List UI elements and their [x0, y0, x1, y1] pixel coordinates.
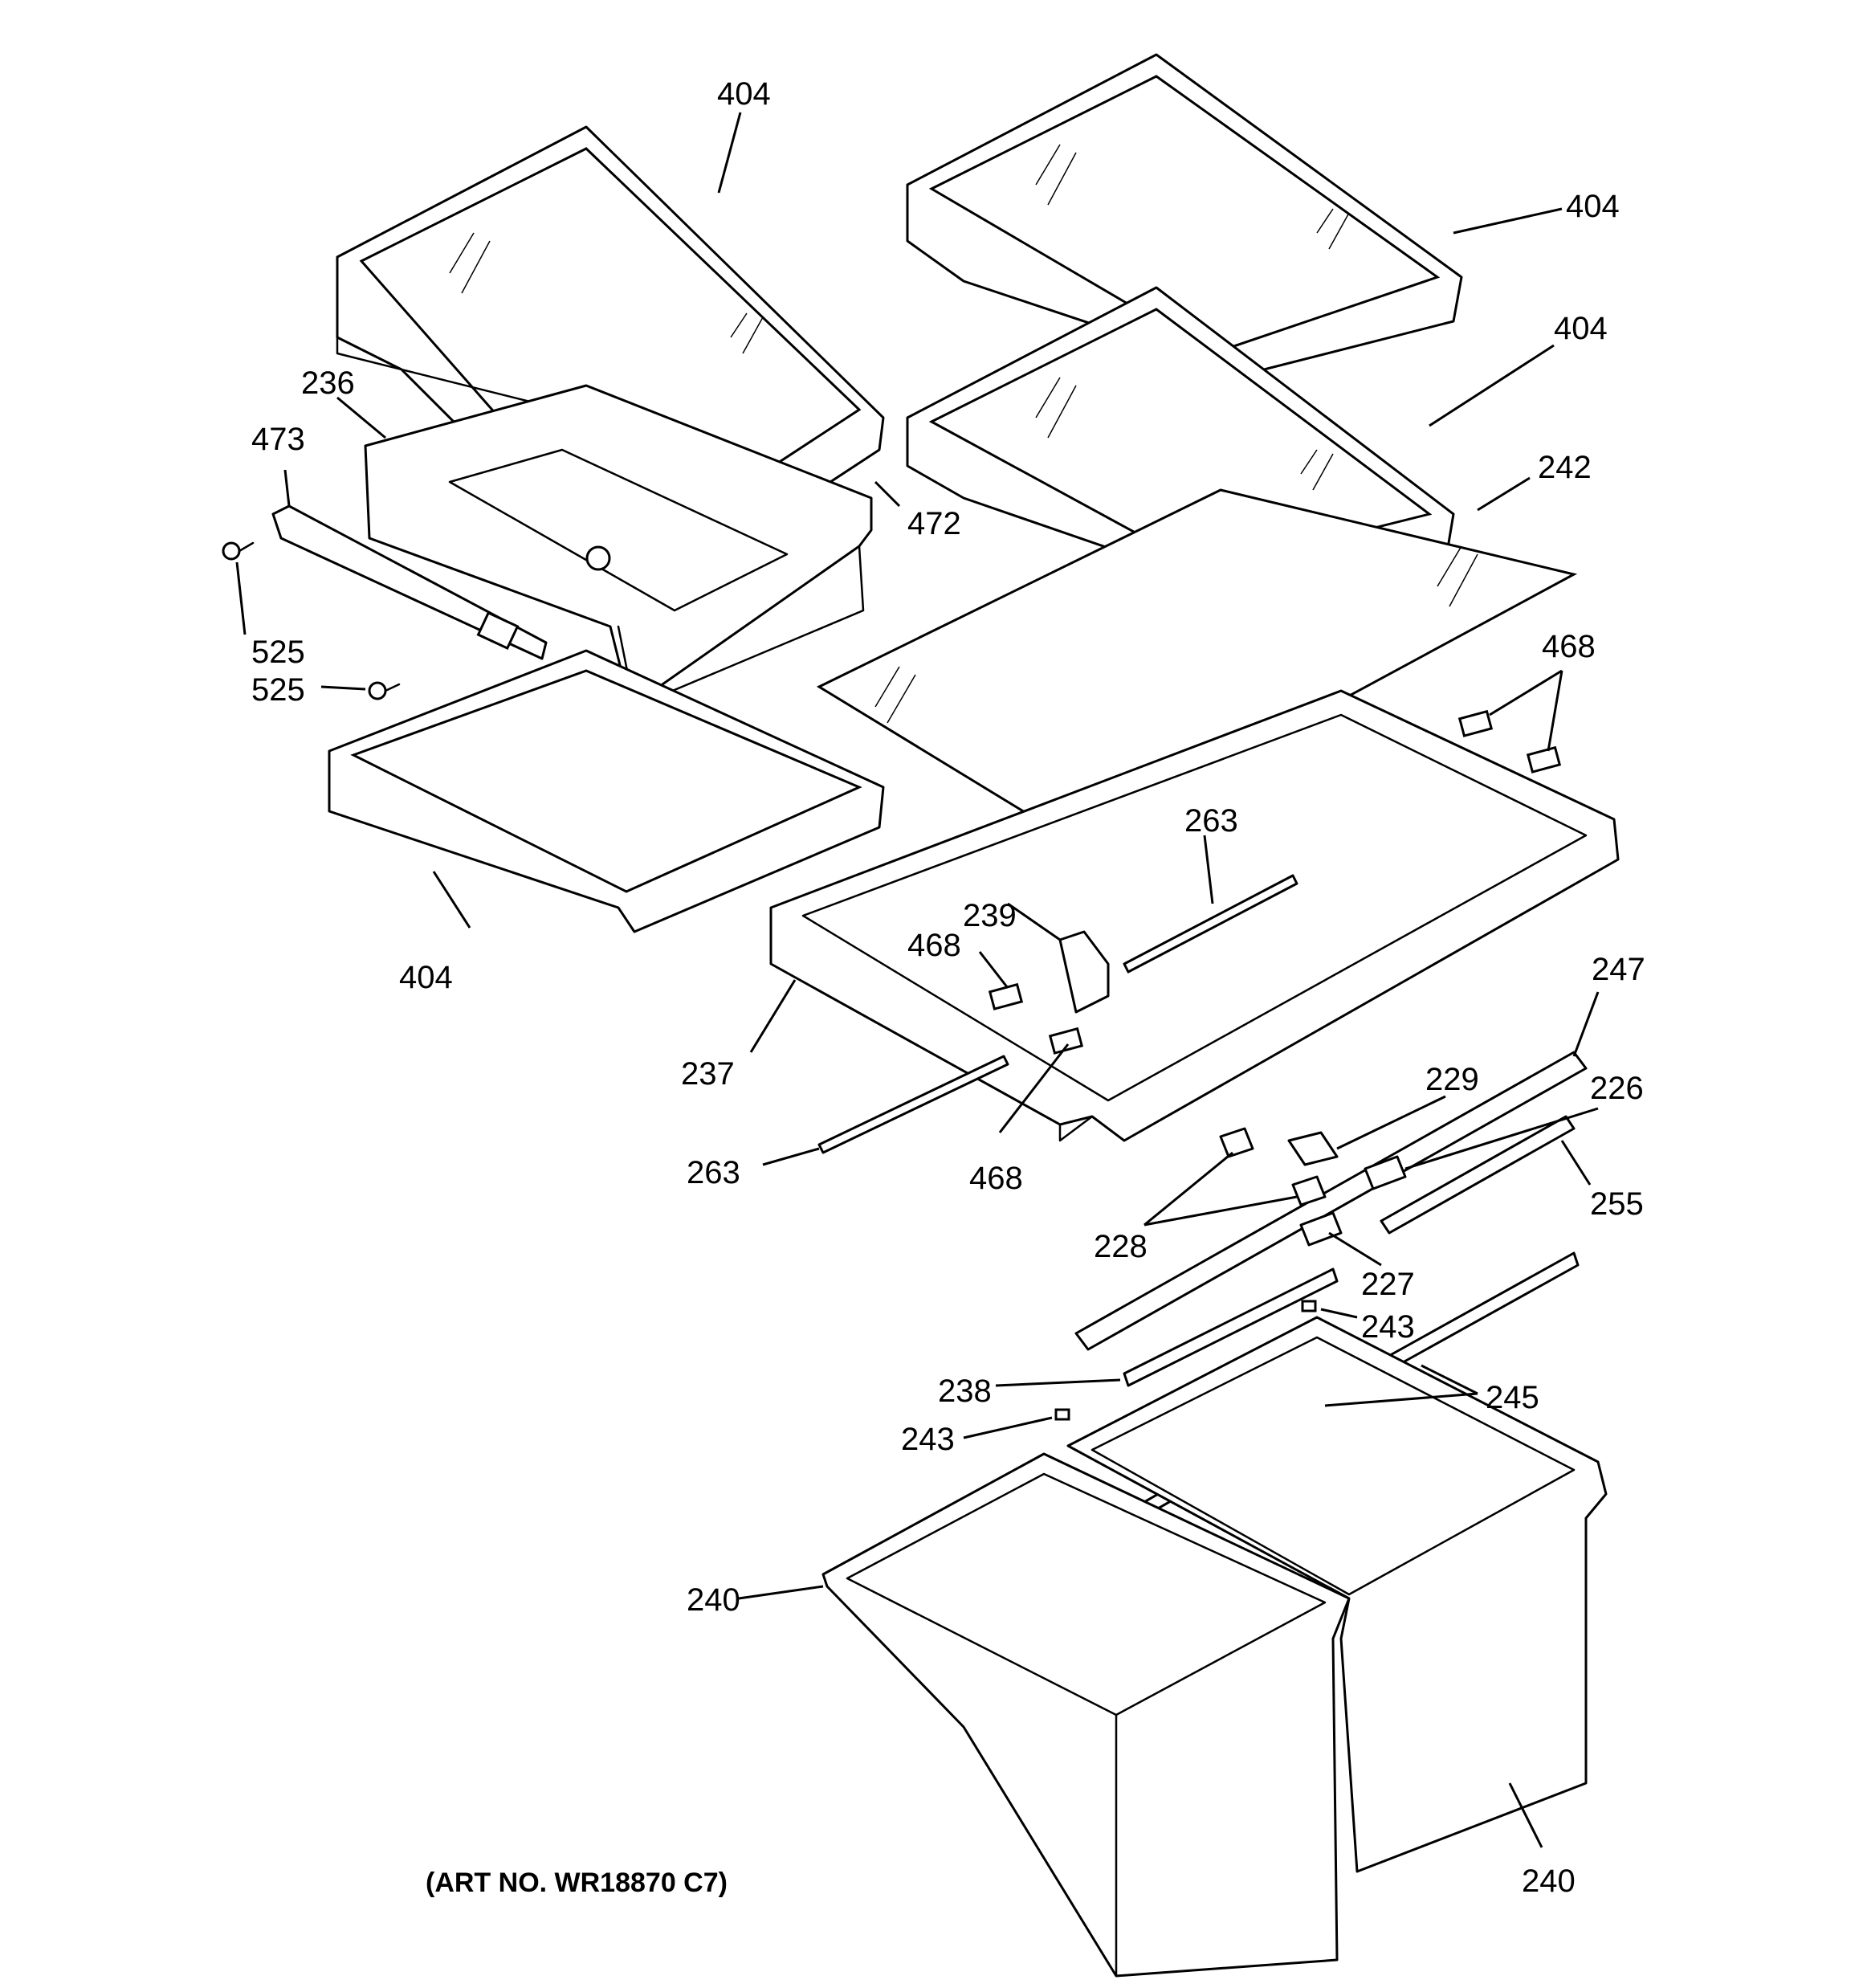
callout-226: 226	[1590, 1071, 1644, 1106]
latch-229	[1287, 1131, 1339, 1166]
callout-404-middle-right: 404	[1554, 311, 1608, 346]
pan-frame-237	[769, 689, 1620, 1142]
clip-226	[1364, 1155, 1407, 1190]
callout-243-lower: 243	[901, 1422, 955, 1457]
pad-243-upper	[1301, 1300, 1317, 1312]
callout-227: 227	[1361, 1267, 1415, 1302]
callout-243-upper: 243	[1361, 1309, 1415, 1345]
clip-227	[1299, 1211, 1343, 1247]
callout-237: 237	[681, 1056, 735, 1092]
callout-525-lower: 525	[251, 672, 305, 708]
callout-240-left: 240	[687, 1582, 740, 1618]
art-number: (ART NO. WR18870 C7)	[426, 1868, 728, 1898]
callout-229: 229	[1425, 1062, 1479, 1097]
screw-525-lower	[368, 681, 401, 700]
shelf-404-bottom-left	[328, 649, 885, 933]
screw-525-upper	[222, 541, 255, 561]
callout-525-upper: 525	[251, 635, 305, 670]
bracket-468-center	[988, 982, 1024, 1010]
callout-468-center: 468	[907, 928, 961, 963]
drawer-236	[364, 384, 873, 708]
rail-473	[271, 504, 548, 660]
strip-238	[1123, 1268, 1339, 1387]
pan-240-right	[1066, 1316, 1608, 1873]
callout-240-right: 240	[1522, 1863, 1576, 1899]
shelf-404-top-right	[906, 53, 1463, 383]
callout-263-upper: 263	[1184, 803, 1238, 839]
callout-404-bottom-left: 404	[399, 960, 453, 995]
bracket-468-lower	[1048, 1027, 1084, 1055]
callout-247: 247	[1592, 952, 1645, 987]
leader-lines	[235, 112, 1600, 1848]
support-239	[1058, 930, 1110, 1014]
callout-468-right: 468	[1542, 629, 1596, 664]
clip-228-b	[1291, 1175, 1327, 1206]
callout-238: 238	[938, 1374, 992, 1409]
callout-263-lower: 263	[687, 1155, 740, 1190]
pad-243-lower	[1054, 1408, 1070, 1421]
rail-263-lower	[817, 1055, 1009, 1154]
callout-242: 242	[1538, 450, 1592, 485]
callout-404-top-left: 404	[717, 76, 771, 112]
bracket-468-right-a	[1457, 709, 1494, 737]
callout-239: 239	[963, 898, 1017, 933]
callout-404-top-right: 404	[1566, 189, 1620, 224]
callout-236: 236	[301, 365, 355, 401]
rail-263-upper	[1123, 874, 1298, 974]
callout-245: 245	[1486, 1380, 1539, 1415]
clip-228-a	[1219, 1127, 1254, 1158]
pan-240-left	[821, 1452, 1351, 1978]
glass-shelf-242	[816, 488, 1578, 845]
cover-247	[1074, 1051, 1588, 1351]
callout-255: 255	[1590, 1186, 1644, 1222]
bracket-468-right-b	[1526, 745, 1562, 774]
callout-468-lower: 468	[969, 1161, 1023, 1196]
callout-472: 472	[907, 506, 961, 541]
callout-473: 473	[251, 422, 305, 457]
callout-228: 228	[1094, 1229, 1148, 1264]
strip-255	[1380, 1115, 1576, 1235]
